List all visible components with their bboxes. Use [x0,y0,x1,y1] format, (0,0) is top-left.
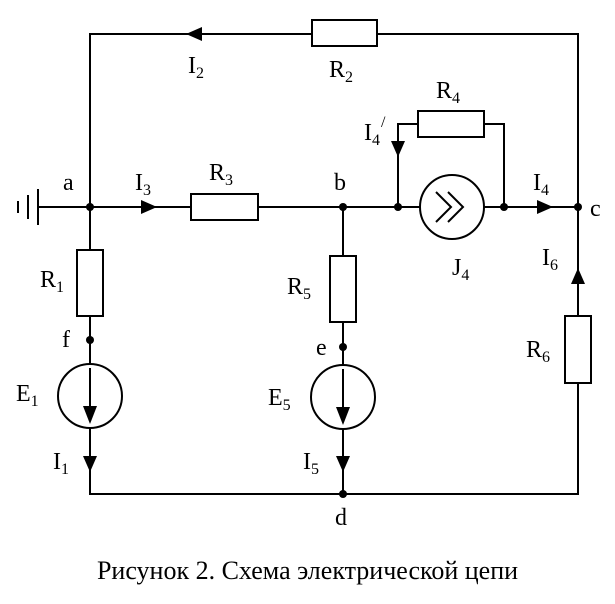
node-label-b: b [334,170,346,196]
arrow-i5 [336,456,350,472]
current-source-j4 [419,174,485,240]
resistor-r4 [417,110,485,138]
node-e-dot [339,343,347,351]
emf-source-e1 [57,363,123,429]
node-label-f: f [62,327,70,353]
ground-symbol [17,189,39,225]
label-i6: I6 [542,245,558,274]
label-i2: I2 [188,53,204,82]
arrow-i4-prime [391,141,405,157]
label-i4-prime: I4/ [364,114,386,149]
label-r5: R5 [287,274,311,303]
arrow-i1 [83,456,97,472]
junction-dot-right [500,203,508,211]
node-f-dot [86,336,94,344]
arrow-i2 [186,27,202,41]
label-j4: J4 [452,255,469,284]
label-r6: R6 [526,337,550,366]
node-c-dot [574,203,582,211]
node-label-e: e [316,335,327,361]
resistor-r5 [329,255,357,323]
node-a-dot [86,203,94,211]
junction-dot-left [394,203,402,211]
arrow-i6 [571,268,585,284]
label-r4: R4 [436,78,460,107]
node-label-c: c [590,196,601,222]
wire-top-left [89,33,312,207]
label-i5: I5 [303,449,319,478]
label-i1: I1 [53,449,69,478]
arrow-i4 [537,200,553,214]
label-i3: I3 [135,170,151,199]
wire-top-right [377,33,579,207]
node-b-dot [339,203,347,211]
arrow-i3 [141,200,157,214]
wire-r4-left [397,123,418,207]
node-label-d: d [335,505,347,531]
resistor-r1 [76,249,104,317]
label-i4: I4 [533,170,549,199]
node-label-a: a [63,170,74,196]
wire-e1-d [89,428,343,495]
label-r3: R3 [209,160,233,189]
node-d-dot [339,490,347,498]
wires [38,33,579,495]
figure-caption: Рисунок 2. Схема электрической цепи [96,556,519,585]
emf-source-e5 [310,364,376,430]
label-r1: R1 [40,267,64,296]
label-e1: E1 [16,381,39,410]
resistor-r2 [311,19,378,47]
label-r2: R2 [329,57,353,86]
wire-r6-d [343,383,579,495]
wire-r4-right [484,123,505,207]
label-e5: E5 [268,385,291,414]
resistor-r3 [190,193,259,221]
resistor-r6 [564,315,592,384]
